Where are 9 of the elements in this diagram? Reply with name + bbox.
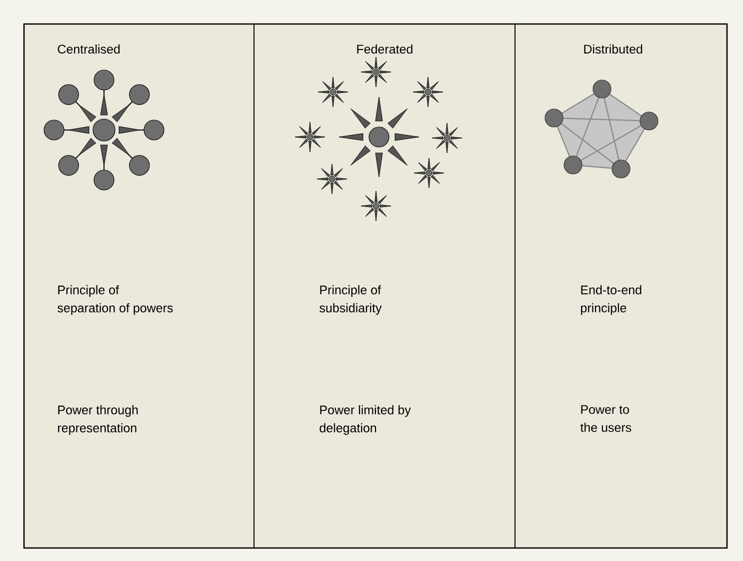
- principle-text: End-to-end principle: [581, 285, 642, 315]
- principle-text: Principle of separation of powers: [58, 285, 173, 315]
- principle-text: Principle of subsidiarity: [320, 285, 382, 315]
- power-text: Power limited by delegation: [320, 405, 411, 435]
- power-text: Power to the users: [580, 405, 632, 432]
- column-heading: Centralised: [58, 44, 120, 54]
- power-text: Power through representation: [58, 405, 138, 435]
- column-heading: Federated: [357, 44, 412, 54]
- column-heading: Distributed: [584, 44, 642, 54]
